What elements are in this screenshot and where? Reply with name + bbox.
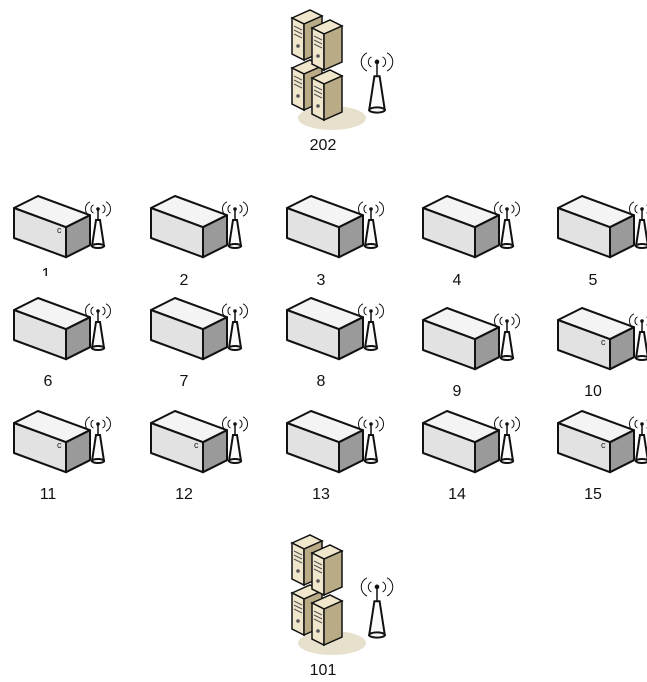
node-device: [151, 298, 248, 359]
node-device: [287, 411, 384, 472]
server-label-202: 202: [303, 137, 343, 155]
node-device: c: [558, 308, 647, 369]
node-label: 11: [28, 486, 68, 504]
wireless-antenna-icon: [361, 578, 393, 638]
node-mark: c: [57, 225, 62, 235]
node-label: 4: [437, 272, 477, 290]
node-label: 8: [301, 373, 341, 391]
node-label: 2: [164, 272, 204, 290]
server-device: [292, 535, 393, 655]
node-device: c: [14, 196, 111, 257]
node-device: [423, 411, 520, 472]
node-label: 5: [573, 272, 613, 290]
box-node-icon: c: [151, 411, 227, 472]
node-label: 1: [26, 266, 66, 276]
node-mark: c: [601, 440, 606, 450]
node-label: 3: [301, 272, 341, 290]
wireless-antenna-icon: [361, 53, 393, 113]
box-node-icon: c: [558, 308, 634, 369]
node-mark: c: [57, 440, 62, 450]
node-device: [423, 308, 520, 369]
node-device: c: [14, 411, 111, 472]
node-label: 14: [437, 486, 477, 504]
box-node-icon: [423, 196, 499, 257]
node-mark: c: [601, 337, 606, 347]
node-label: 13: [301, 486, 341, 504]
box-node-icon: [287, 196, 363, 257]
node-device: [287, 196, 384, 257]
node-device: [287, 298, 384, 359]
server-stack-icon: [292, 10, 366, 130]
box-node-icon: [14, 298, 90, 359]
box-node-icon: [151, 196, 227, 257]
node-device: [423, 196, 520, 257]
box-node-icon: c: [14, 196, 90, 257]
node-label: 12: [164, 486, 204, 504]
box-node-icon: c: [558, 411, 634, 472]
box-node-icon: [423, 411, 499, 472]
node-device: [14, 298, 111, 359]
server-device: [292, 10, 393, 130]
box-node-icon: [423, 308, 499, 369]
node-label: 6: [28, 373, 68, 391]
node-device: [151, 196, 248, 257]
box-node-icon: [287, 411, 363, 472]
server-stack-icon: [292, 535, 366, 655]
box-node-icon: [287, 298, 363, 359]
box-node-icon: [151, 298, 227, 359]
node-label: 7: [164, 373, 204, 391]
node-label: 10: [573, 383, 613, 401]
box-node-icon: c: [14, 411, 90, 472]
box-node-icon: [558, 196, 634, 257]
node-device: c: [151, 411, 248, 472]
node-label: 15: [573, 486, 613, 504]
node-device: c: [558, 411, 647, 472]
node-label: 9: [437, 383, 477, 401]
node-device: [558, 196, 647, 257]
node-mark: c: [194, 440, 199, 450]
server-label-101: 101: [303, 662, 343, 680]
